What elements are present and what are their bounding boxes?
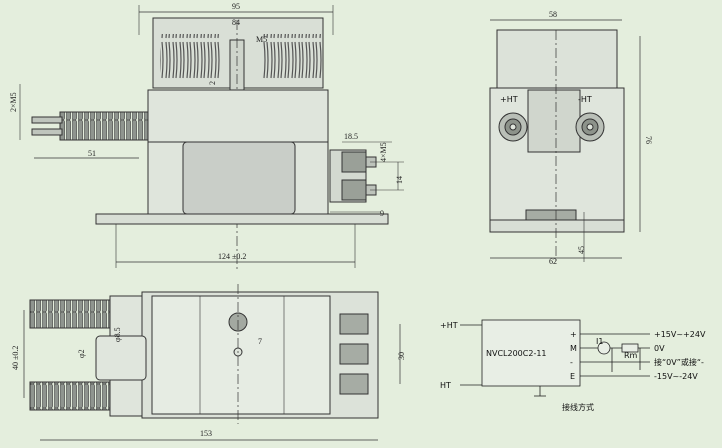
label-input-pos: +HT: [440, 321, 458, 330]
side-view: [489, 19, 641, 262]
dim-51: 51: [88, 149, 96, 158]
heatsink-side: [496, 29, 618, 89]
label-plus-ht: +HT: [500, 95, 518, 104]
label-supply-pos: +15V~+24V: [654, 330, 706, 339]
dim-30: 30: [397, 352, 406, 360]
rm-resistor: [621, 343, 639, 353]
label-0v: 0V: [654, 344, 665, 353]
terminal-block-front: [329, 149, 377, 203]
terminal-strip-top: [339, 313, 369, 395]
dim-62: 62: [549, 257, 557, 266]
terminal-left-side: [498, 112, 528, 142]
dim-phi-8-5: φ8.5: [113, 327, 122, 342]
wiring-diagram: [460, 319, 650, 397]
label-rm: Rm: [624, 351, 638, 360]
label-pin-m: M: [570, 344, 577, 353]
label-minus-ht: -HT: [578, 95, 592, 104]
sensor-box: [481, 319, 581, 387]
dim-58: 58: [549, 10, 557, 19]
dim-76: 76: [644, 136, 653, 144]
lead-bundle-top-upper: [29, 299, 119, 329]
front-view: [19, 5, 404, 270]
dim-4xm5: 4×M5: [379, 142, 388, 162]
dim-phi-2: φ2: [77, 349, 86, 358]
ammeter-symbol: [597, 341, 611, 355]
dim-14: 14: [395, 176, 404, 184]
dim-40: 40 ±0.2: [11, 346, 20, 370]
terminal-right-side: [575, 112, 605, 142]
dim-2: 2: [208, 81, 217, 85]
label-supply-neg: -15V~-24V: [654, 372, 698, 381]
label-i1: I1: [596, 337, 603, 346]
dim-2xm5: 2×M5: [9, 92, 18, 112]
label-input-neg: HT: [440, 381, 451, 390]
label-pin-plus: +: [570, 330, 577, 339]
heatsink-fins-right: [262, 34, 322, 80]
label-model: NVCL200C2-11: [486, 349, 547, 358]
dim-84: 84: [232, 18, 240, 27]
dim-45: 45: [577, 246, 586, 254]
dim-m5: M5: [256, 35, 267, 44]
dim-153: 153: [200, 429, 212, 438]
label-wiring-caption: 接线方式: [562, 402, 594, 412]
dim-9: 9: [380, 209, 384, 218]
label-ground-note: 接“0V”或接“-: [654, 357, 704, 367]
label-pin-e: E: [570, 372, 575, 381]
dim-7: 7: [258, 337, 262, 346]
dim-18-5: 18.5: [344, 132, 358, 141]
heatsink-fins-left: [160, 34, 220, 80]
dim-124: 124 ±0.2: [218, 252, 246, 261]
top-view: [23, 284, 401, 441]
dim-95: 95: [232, 2, 240, 11]
lead-bundle-top-lower: [29, 381, 119, 411]
label-pin-minus: -: [570, 358, 573, 367]
base-plate: [95, 213, 389, 225]
core-window: [182, 141, 296, 215]
lead-bundle-front: [59, 111, 149, 141]
